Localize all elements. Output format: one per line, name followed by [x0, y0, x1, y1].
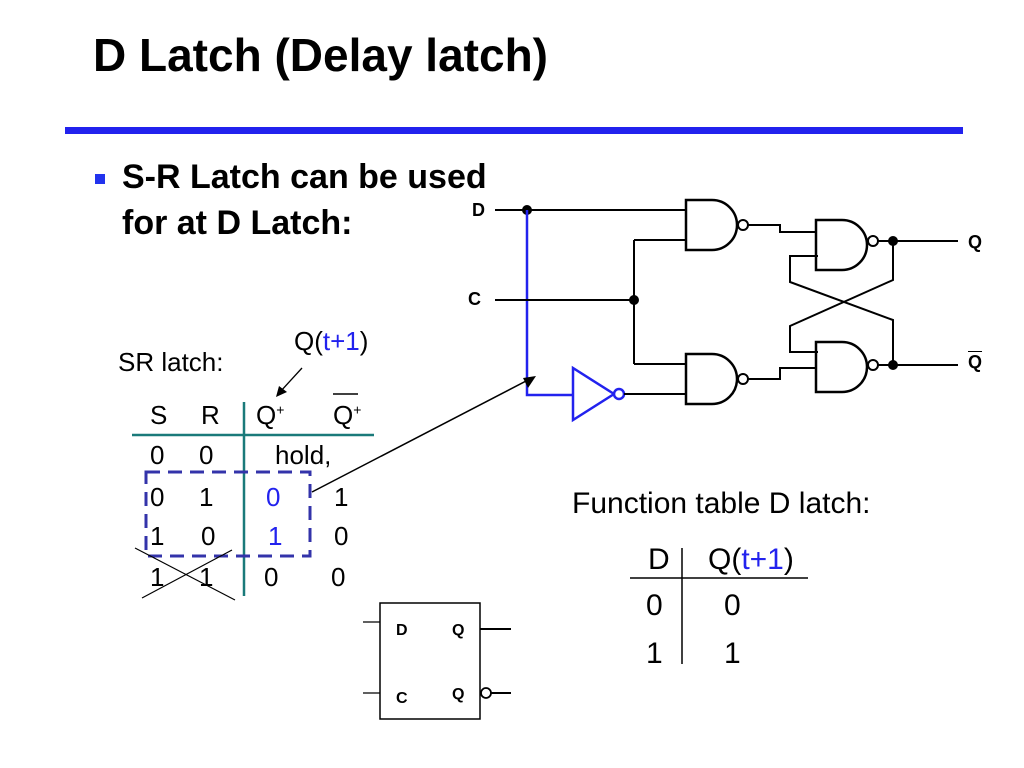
dl-table-label: Function table D latch:	[572, 487, 871, 520]
symbol-label-qbar: Q	[452, 686, 465, 703]
d-latch-symbol-box	[379, 602, 481, 720]
title-rule	[65, 127, 963, 134]
nand-gate-2-bubble	[737, 373, 749, 385]
sr-row3-qbar: 0	[334, 521, 349, 551]
sr-row3-s: 1	[150, 521, 165, 551]
wire-cross-2	[789, 255, 894, 365]
symbol-qbar-bubble	[480, 687, 492, 699]
sr-next-state-label: Q(t+1)	[294, 326, 369, 356]
sr-row1-q: hold,	[275, 440, 332, 470]
sr-row3-r: 0	[201, 521, 216, 551]
sr-row4-q: 0	[264, 562, 279, 592]
sr-row1-r: 0	[199, 440, 214, 470]
arrow-to-inverter	[311, 379, 529, 493]
nand-gate-3	[814, 218, 869, 272]
page-title: D Latch (Delay latch)	[93, 29, 548, 81]
nand-gate-4	[814, 340, 869, 394]
strike-line-2	[141, 549, 233, 599]
bullet-line-1: S-R Latch can be used	[122, 158, 487, 196]
sr-row3-q: 1	[268, 521, 283, 551]
wire-cross-1	[789, 241, 894, 353]
arrow-head	[523, 376, 536, 388]
sr-header-qplus: Q+	[256, 400, 285, 430]
nand-gate-3-bubble	[867, 235, 879, 247]
bullet-line-2: for at D Latch:	[122, 204, 353, 242]
sr-row4-s: 1	[150, 562, 165, 592]
sr-row2-qbar: 1	[334, 482, 349, 512]
wire-d-to-inverter	[525, 210, 573, 397]
arrow-qnext	[279, 367, 303, 393]
label-c: C	[468, 289, 481, 309]
dl-header-q: Q(t+1)	[708, 543, 794, 576]
dl-row2-q: 1	[724, 637, 741, 670]
dl-row2-d: 1	[646, 637, 663, 670]
sr-row2-s: 0	[150, 482, 165, 512]
sr-row2-r: 1	[199, 482, 214, 512]
symbol-label-c: C	[396, 690, 408, 707]
strike-line-1	[134, 547, 236, 601]
sr-row4-qbar: 0	[331, 562, 346, 592]
symbol-label-q: Q	[452, 622, 465, 639]
nand-gate-1-bubble	[737, 219, 749, 231]
sr-header-qbar-plus: Q+	[333, 400, 362, 430]
inverter-bubble	[612, 387, 626, 401]
dashed-highlight-box	[144, 470, 312, 558]
inverter-gate	[571, 365, 617, 423]
dl-header-d: D	[648, 543, 670, 576]
sr-header-r: R	[201, 400, 220, 430]
label-d: D	[472, 200, 485, 220]
sr-latch-label: SR latch:	[118, 347, 224, 377]
label-q: Q	[968, 232, 983, 252]
sr-row4-r: 1	[199, 562, 214, 592]
sr-row1-s: 0	[150, 440, 165, 470]
dl-row1-q: 0	[724, 589, 741, 622]
sr-header-s: S	[150, 400, 168, 430]
nand-gate-2	[684, 352, 739, 406]
wire-g1-to-g3	[748, 224, 818, 233]
label-qbar: Q	[968, 352, 983, 372]
nand-gate-1	[684, 198, 739, 252]
arrow-qnext-head	[276, 386, 287, 397]
bullet-icon	[95, 174, 105, 184]
wire-g2-to-g4	[748, 367, 818, 380]
nand-gate-4-bubble	[867, 359, 879, 371]
dl-row1-d: 0	[646, 589, 663, 622]
symbol-label-d: D	[396, 622, 408, 639]
sr-row2-q: 0	[266, 482, 281, 512]
